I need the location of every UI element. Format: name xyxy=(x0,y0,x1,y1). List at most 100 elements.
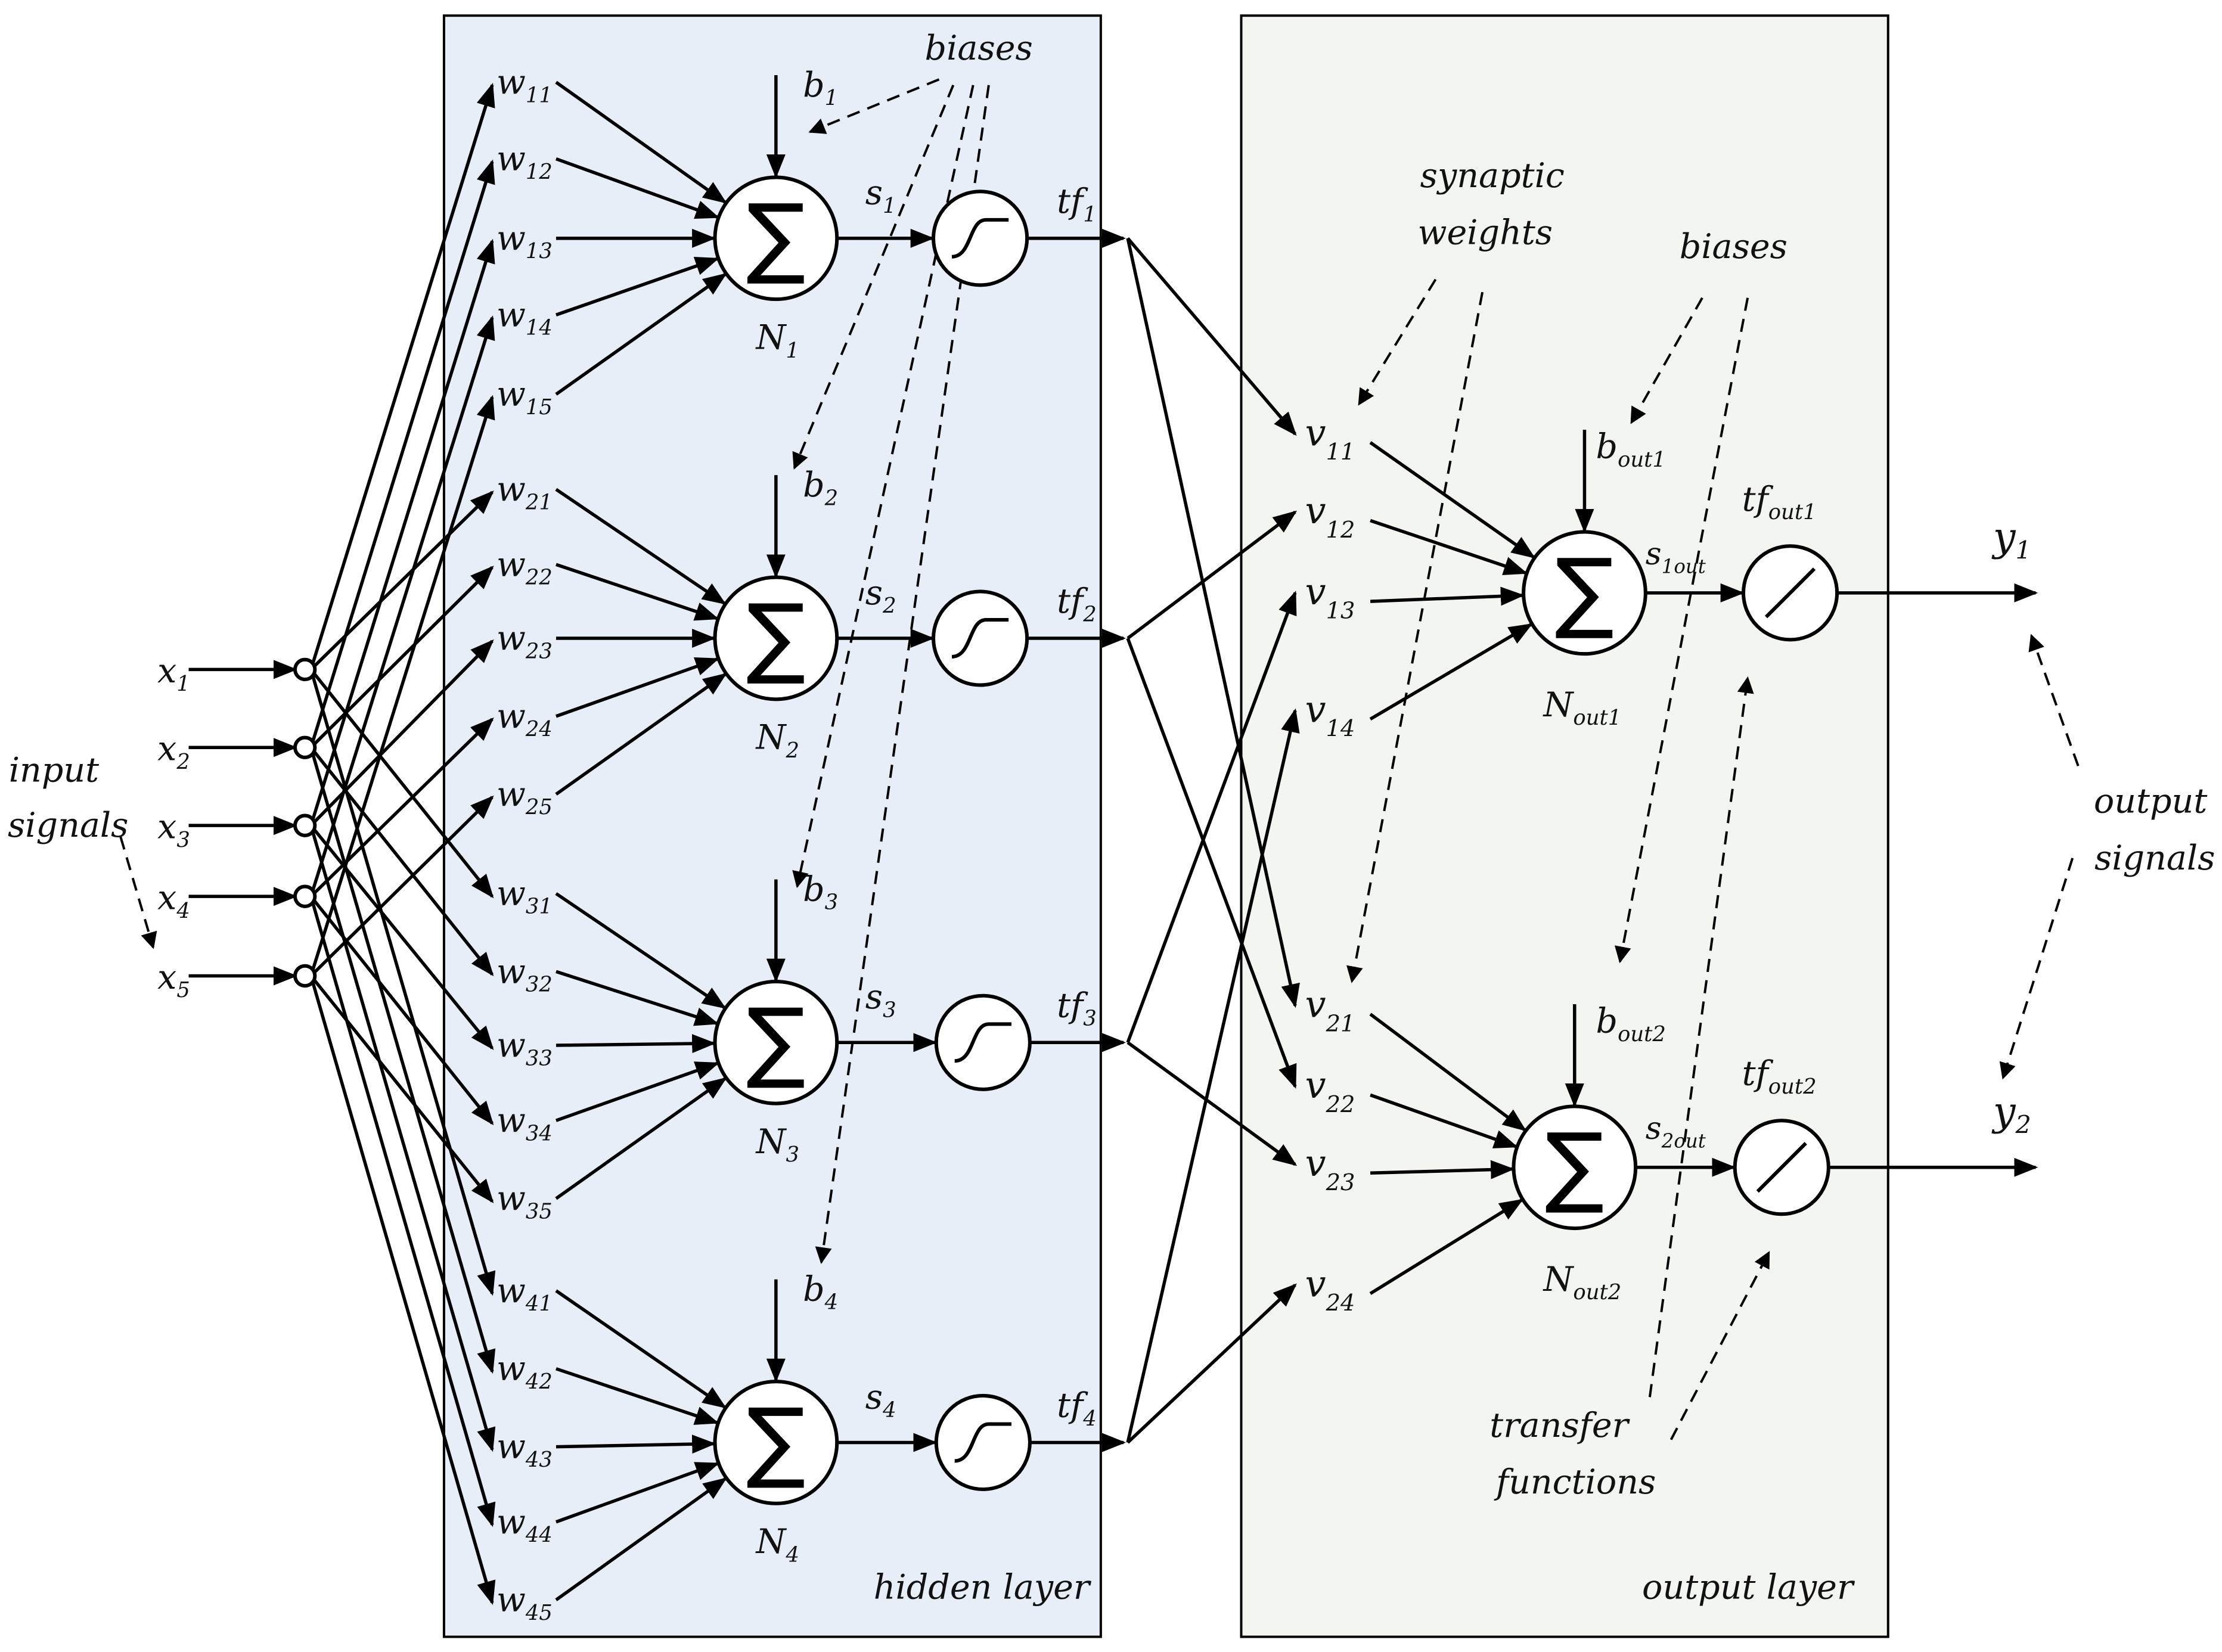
weight-label-w35: w35 xyxy=(496,1179,553,1224)
transfer-node-3 xyxy=(934,993,1032,1091)
neuron-label-N1-sub: 1 xyxy=(786,339,800,363)
sum-label-s2: s2 xyxy=(865,573,896,618)
edge-w25-sum xyxy=(555,673,727,796)
bias-label-b1: b1 xyxy=(803,66,838,110)
weight-label-w12: w12 xyxy=(496,139,553,184)
weight-label-v14-base: v xyxy=(1305,688,1326,731)
weight-label-w32-sub: 32 xyxy=(526,973,553,997)
input-junction-3 xyxy=(293,813,317,837)
summation-node-out1 xyxy=(1522,530,1647,656)
edge-w15-sum xyxy=(555,273,727,396)
bias-label-b4-base: b xyxy=(803,1269,825,1309)
sum-label-s1: s1 xyxy=(865,173,896,218)
weight-label-w23: w23 xyxy=(496,619,553,663)
edge-w11-sum xyxy=(555,80,727,204)
edge-w43-sum xyxy=(556,1434,716,1454)
summation-node-out2 xyxy=(1512,1104,1638,1231)
annotation-weights: weights xyxy=(1418,213,1553,252)
weight-label-w44-base: w xyxy=(496,1502,526,1542)
neuron-label-Nout2-sub: out2 xyxy=(1573,1280,1621,1305)
weight-label-v23-sub: 23 xyxy=(1326,1169,1355,1196)
weight-label-w23-sub: 23 xyxy=(525,639,553,663)
weight-label-w25-base: w xyxy=(496,775,526,814)
edge-v11-sum xyxy=(1369,441,1536,558)
neuron-label-Nout1: Nout1 xyxy=(1542,685,1621,730)
edge-tf1-v11 xyxy=(1126,237,1297,436)
edge-tf3-v13 xyxy=(1126,591,1297,1044)
transfer-node-1-sigmoid-icon xyxy=(951,218,1009,259)
annotation-synaptic: synaptic xyxy=(1420,156,1565,195)
weight-label-w31-sub: 31 xyxy=(526,895,553,919)
neuron-label-Nout2-base: N xyxy=(1542,1260,1574,1299)
input-junction-1 xyxy=(293,657,317,682)
transfer-node-out2-linear-icon xyxy=(1756,1142,1807,1193)
dash-tf-out2 xyxy=(1669,1251,1770,1440)
weight-label-w33-sub: 33 xyxy=(526,1046,553,1070)
dash-weights-v21 xyxy=(1346,291,1484,983)
sum-label-s4: s4 xyxy=(865,1377,896,1422)
input-label-x3-base: x xyxy=(157,808,176,847)
edge-w32-sum xyxy=(556,970,719,1026)
weight-label-w14: w14 xyxy=(496,295,553,340)
sum-label-s1-sub: 1 xyxy=(883,194,896,218)
edge-x3-w13 xyxy=(309,238,495,826)
bias-label-bout1-base: b xyxy=(1596,427,1618,467)
tf-label-tfout1-sub: out1 xyxy=(1768,500,1817,524)
sum-label-s3-sub: 3 xyxy=(883,998,896,1022)
bias-label-bout1: bout1 xyxy=(1596,427,1666,472)
weight-label-w41: w41 xyxy=(496,1271,553,1316)
sum-label-s2out: s2out xyxy=(1646,1110,1706,1152)
output-label-y1: y1 xyxy=(1991,513,2031,564)
bias-label-bout2-sub: out2 xyxy=(1618,1022,1666,1047)
neuron-label-N2-sub: 2 xyxy=(786,738,800,763)
edge-x1-w11 xyxy=(309,82,495,670)
edge-x5-w35 xyxy=(309,974,494,1203)
edge-v24-sum xyxy=(1369,1198,1524,1295)
weight-label-w44: w44 xyxy=(496,1502,553,1547)
weight-label-w22-sub: 22 xyxy=(525,566,553,590)
weight-label-w35-base: w xyxy=(496,1179,526,1218)
edge-w42-sum xyxy=(556,1367,719,1425)
sum-label-s3: s3 xyxy=(865,977,896,1022)
bias-label-bout1-sub: out1 xyxy=(1618,448,1666,472)
edge-w45-sum xyxy=(555,1477,727,1601)
weight-label-w15: w15 xyxy=(496,375,553,420)
weight-label-w42-base: w xyxy=(496,1349,526,1389)
weight-label-w21-base: w xyxy=(496,470,526,509)
edge-w12-sum xyxy=(556,157,720,219)
weight-label-w13-base: w xyxy=(496,219,526,258)
sum-label-s1-base: s xyxy=(865,173,883,213)
weight-label-w11-base: w xyxy=(496,63,526,102)
weight-label-w45: w45 xyxy=(496,1580,553,1625)
dash-biases-bout1 xyxy=(1630,297,1703,424)
annotation-signals: signals xyxy=(8,806,129,845)
bias-label-b4: b4 xyxy=(803,1269,838,1314)
sum-label-s4-sub: 4 xyxy=(882,1398,896,1423)
edge-v22-sum xyxy=(1370,1093,1518,1148)
weight-label-w23-base: w xyxy=(496,619,526,658)
output-layer-panel xyxy=(1240,14,1889,1638)
edge-w34-sum xyxy=(556,1061,719,1122)
summation-node-3 xyxy=(713,979,839,1106)
weight-label-w15-sub: 15 xyxy=(526,395,553,420)
edge-v23-sum xyxy=(1370,1160,1515,1179)
edge-w33-sum xyxy=(556,1034,716,1054)
input-junction-5 xyxy=(293,964,317,988)
bias-label-b3: b3 xyxy=(803,870,838,914)
edge-w21-sum xyxy=(555,487,727,605)
neuron-label-N4-sub: 4 xyxy=(786,1542,800,1567)
weight-label-w24-base: w xyxy=(496,697,526,736)
edge-v21-sum xyxy=(1369,1013,1527,1132)
weight-label-w44-sub: 44 xyxy=(525,1523,553,1547)
output-label-y1-sub: 1 xyxy=(2016,536,2031,565)
bias-label-b4-sub: 4 xyxy=(824,1290,839,1315)
tf-label-tf1-sub: 1 xyxy=(1083,202,1097,226)
annotation-output-layer: output layer xyxy=(1642,1567,1855,1607)
weight-label-w25: w25 xyxy=(496,775,553,819)
weight-label-w25-sub: 25 xyxy=(525,795,553,819)
annotation-functions: functions xyxy=(1494,1462,1656,1502)
dash-bias-b2 xyxy=(792,85,955,470)
transfer-node-1 xyxy=(932,190,1029,287)
input-label-x4-base: x xyxy=(157,878,176,918)
transfer-node-out1-linear-icon xyxy=(1764,567,1816,619)
